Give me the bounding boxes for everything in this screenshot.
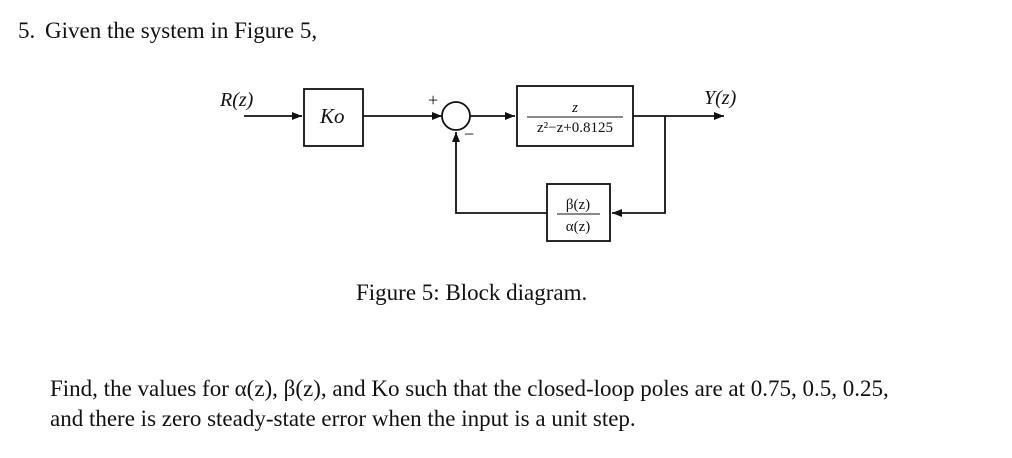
feedback-denominator: α(z)	[566, 219, 591, 235]
feedback-take-off	[612, 116, 666, 217]
question-number: 5.	[18, 18, 36, 43]
sum-plus-sign: +	[428, 90, 438, 110]
task-line-1: Find, the values for α(z), β(z), and Ko …	[50, 376, 889, 401]
input-signal-label: R(z)	[219, 89, 254, 111]
plant-numerator: z	[571, 100, 578, 116]
question-intro: 5. Given the system in Figure 5,	[18, 18, 317, 44]
sum-minus-sign: −	[464, 124, 474, 144]
feedback-return-arrow	[452, 132, 547, 214]
task-statement: Find, the values for α(z), β(z), and Ko …	[50, 374, 1000, 434]
feedback-numerator: β(z)	[566, 197, 590, 213]
feedback-block	[546, 183, 611, 242]
gain-block-label: Ko	[319, 104, 345, 128]
plant-denominator: z²−z+0.8125	[537, 120, 613, 136]
output-signal-label: Y(z)	[704, 87, 737, 109]
task-line-2: and there is zero steady-state error whe…	[50, 406, 636, 431]
figure-caption: Figure 5: Block diagram.	[356, 280, 588, 305]
gain-block	[303, 88, 364, 147]
plant-block	[516, 85, 634, 147]
question-intro-text: Given the system in Figure 5,	[45, 18, 318, 43]
